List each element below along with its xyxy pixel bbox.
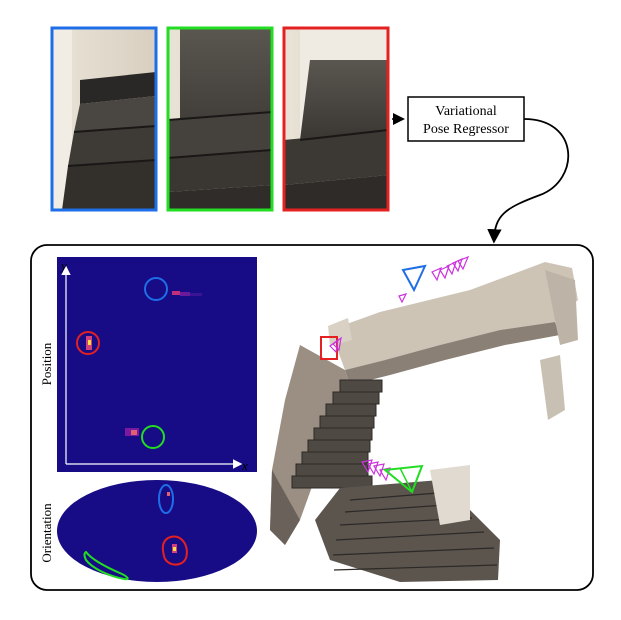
position-circle-green — [141, 425, 165, 449]
position-circle-blue — [144, 277, 168, 301]
camera-image-blue — [50, 26, 158, 212]
orientation-plot — [57, 480, 257, 582]
position-circle-red — [76, 331, 100, 355]
magenta-frusta-top — [398, 255, 470, 304]
hotspot-red-peak — [88, 340, 91, 345]
orientation-hotspot-blue — [167, 492, 170, 496]
regressor-label-line1: Variational — [435, 104, 497, 119]
hotspot-blue-tail — [180, 292, 190, 296]
staircase-reconstruction — [270, 262, 578, 582]
orientation-hotspot-red-peak — [173, 547, 176, 551]
camera-image-red — [282, 26, 390, 212]
x-axis-label: x — [241, 458, 248, 473]
magenta-frusta-mid — [329, 336, 342, 354]
camera-frusta — [320, 255, 470, 494]
regressor-label-line2: Pose Regressor — [423, 122, 509, 137]
arrow-to-output — [487, 118, 570, 244]
hotspot-blue-tail2 — [190, 293, 202, 296]
camera-frustum-green-edge2 — [399, 467, 413, 493]
y-axis-label: y — [59, 258, 67, 273]
camera-image-green — [166, 26, 274, 212]
hotspot-green-peak — [131, 430, 137, 435]
orientation-contour-red — [161, 535, 188, 566]
camera-frustum-green-edge — [384, 469, 413, 493]
orientation-row-label: Orientation — [39, 503, 54, 563]
position-row-label: Position — [39, 342, 54, 385]
orientation-contour-green — [83, 550, 129, 581]
camera-frustum-blue — [401, 264, 427, 293]
orientation-contour-blue — [158, 484, 174, 514]
hotspot-blue — [172, 291, 180, 295]
position-heatmap — [57, 257, 257, 472]
